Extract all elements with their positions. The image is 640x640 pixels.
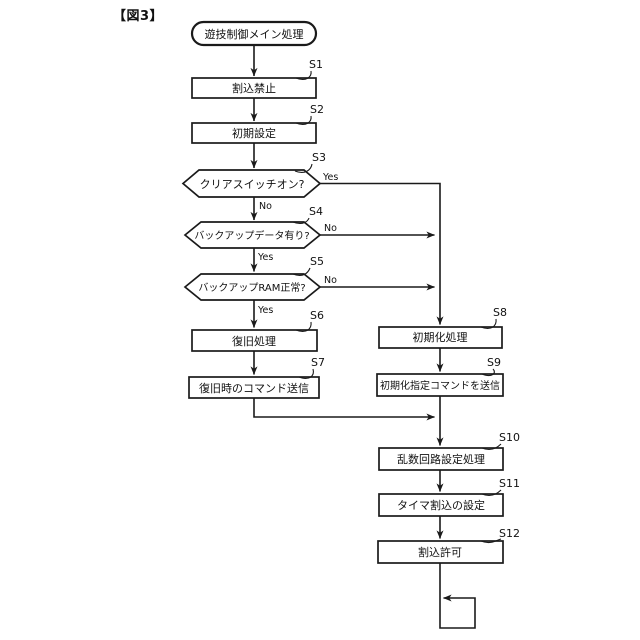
decision-hexagon-s4 — [183, 221, 322, 249]
decision-hexagon-s3 — [181, 169, 322, 198]
process-box-s11 — [378, 493, 504, 517]
node-s2: 初期設定 S2 — [191, 103, 324, 144]
step-leader-s3 — [294, 163, 313, 173]
node-label-s5: バックアップRAM正常? — [198, 281, 305, 294]
node-s11: タイマ割込の設定 S11 — [378, 477, 520, 517]
edge-s3-s8-yes — [320, 182, 444, 325]
start-label: 遊技制御メイン処理 — [205, 27, 304, 41]
step-leader-s8 — [480, 318, 497, 329]
node-label-s12: 割込許可 — [418, 545, 462, 559]
branch-yes-s3: Yes — [322, 172, 338, 183]
step-leader-s11 — [481, 489, 502, 497]
node-label-s7: 復旧時のコマンド送信 — [199, 381, 309, 395]
node-s8: 初期化処理 S8 — [378, 306, 507, 349]
step-id-s3: S3 — [312, 151, 326, 164]
node-s3: クリアスイッチオン? S3 — [181, 151, 326, 198]
edge-s7-merge — [253, 398, 435, 421]
branch-yes-s4: Yes — [257, 252, 273, 263]
node-s12: 割込許可 S12 — [377, 527, 520, 564]
process-box-s1 — [191, 77, 317, 99]
terminal-oval — [190, 20, 318, 47]
step-id-s8: S8 — [493, 306, 507, 319]
figure-label: 【図3】 — [113, 8, 163, 24]
step-leader-s1 — [295, 70, 312, 80]
process-box-s12 — [377, 540, 504, 564]
node-s1: 割込禁止 S1 — [191, 58, 323, 99]
step-id-s1: S1 — [309, 58, 323, 71]
process-box-s6 — [191, 329, 318, 352]
decision-hexagon-s5 — [183, 273, 322, 301]
step-leader-s10 — [481, 443, 502, 451]
process-box-s10 — [378, 447, 504, 471]
step-leader-s2 — [295, 115, 312, 125]
process-box-s8 — [378, 326, 503, 349]
step-id-s6: S6 — [310, 309, 324, 322]
node-label-s1: 割込禁止 — [232, 81, 276, 95]
step-id-s7: S7 — [311, 356, 325, 369]
step-leader-s7 — [298, 368, 314, 379]
branch-no-s4: No — [324, 223, 337, 234]
node-s4: バックアップデータ有り? S4 — [183, 205, 323, 249]
node-label-s2: 初期設定 — [232, 126, 276, 140]
branch-yes-s5: Yes — [257, 305, 273, 316]
step-id-s2: S2 — [310, 103, 324, 116]
node-label-s8: 初期化処理 — [413, 330, 468, 344]
edge-s12-loop — [439, 563, 476, 629]
step-leader-s12 — [480, 538, 502, 544]
node-s6: 復旧処理 S6 — [191, 309, 324, 352]
node-s10: 乱数回路設定処理 S10 — [378, 431, 520, 471]
branch-no-s5: No — [324, 275, 337, 286]
node-start: 遊技制御メイン処理 — [190, 20, 318, 47]
node-label-s6: 復旧処理 — [232, 335, 276, 348]
step-leader-s5 — [292, 267, 311, 277]
node-label-s3: クリアスイッチオン? — [200, 178, 305, 191]
step-id-s5: S5 — [310, 255, 324, 268]
process-box-s7 — [188, 376, 320, 399]
step-id-s10: S10 — [499, 431, 520, 444]
process-box-s9 — [376, 373, 504, 397]
step-id-s12: S12 — [499, 527, 520, 540]
node-s5: バックアップRAM正常? S5 — [183, 255, 324, 301]
node-label-s9: 初期化指定コマンドを送信 — [380, 379, 500, 392]
node-label-s10: 乱数回路設定処理 — [397, 452, 485, 466]
node-label-s11: タイマ割込の設定 — [397, 498, 485, 512]
step-id-s9: S9 — [487, 356, 501, 369]
branch-no-s3: No — [259, 201, 272, 212]
process-box-s2 — [191, 122, 317, 144]
step-id-s4: S4 — [309, 205, 323, 218]
step-leader-s9 — [481, 368, 495, 377]
node-s9: 初期化指定コマンドを送信 S9 — [376, 356, 504, 397]
step-id-s11: S11 — [499, 477, 520, 490]
node-s7: 復旧時のコマンド送信 S7 — [188, 356, 325, 399]
step-leader-s6 — [295, 321, 312, 332]
step-leader-s4 — [292, 217, 310, 225]
node-label-s4: バックアップデータ有り? — [194, 229, 309, 242]
